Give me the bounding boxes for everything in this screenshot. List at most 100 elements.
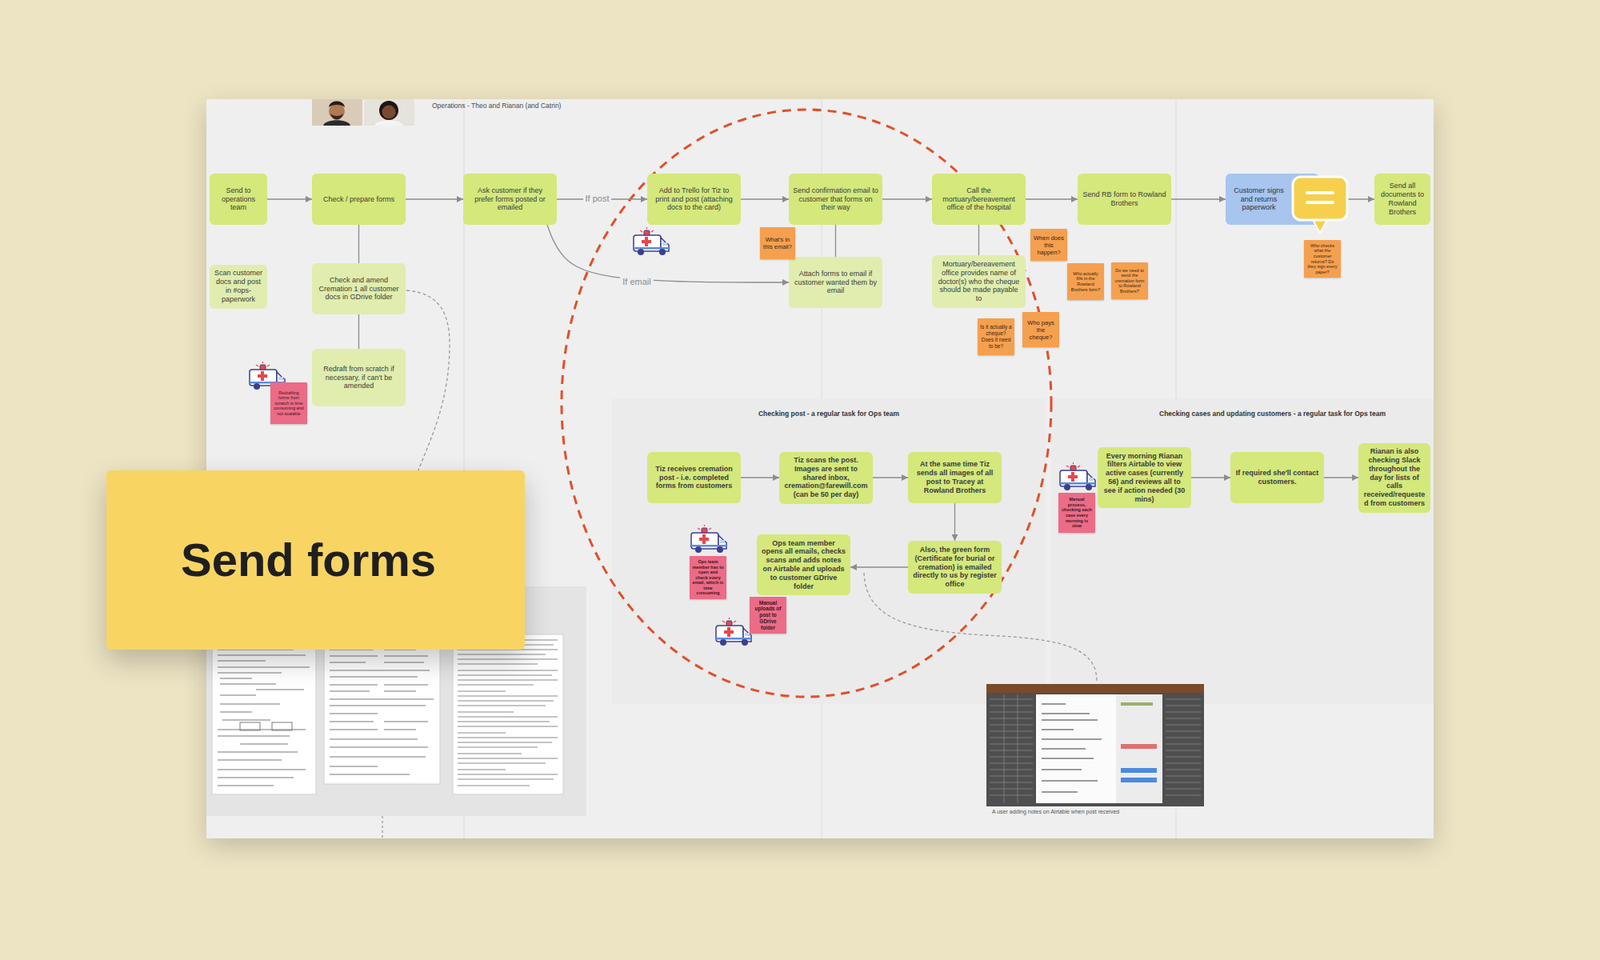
process-box: Ask customer if they prefer forms posted… xyxy=(463,173,557,225)
connector xyxy=(1191,476,1231,478)
connector xyxy=(267,198,312,200)
connector xyxy=(358,224,360,264)
node-text: Ops team member has to open and check ev… xyxy=(692,559,724,596)
avatar-beard xyxy=(330,113,344,120)
node-text: Manual uploads of post to GDrive folder xyxy=(752,600,784,632)
process-box: Tiz receives cremation post - i.e. compl… xyxy=(647,452,741,504)
highlight-ellipse xyxy=(561,109,1052,697)
process-box: Also, the green form (Certificate for bu… xyxy=(908,540,1002,594)
avatar-face xyxy=(382,105,396,120)
sticky-note: Manual uploads of post to GDrive folder xyxy=(749,596,787,634)
connector xyxy=(882,198,932,200)
connector xyxy=(405,198,464,200)
form-field xyxy=(272,722,292,731)
node-text: When does this happen? xyxy=(1032,234,1065,256)
swimlane-band: Checking post - a regular task for Ops t… xyxy=(612,398,1046,704)
board-header: Operations - Theo and Rianan (and Catrin… xyxy=(430,101,563,110)
node-text: Redrafting forms from scratch is time co… xyxy=(272,390,305,417)
ambulance-icon xyxy=(716,617,752,646)
sticky-note: When does this happen? xyxy=(1030,228,1068,261)
process-box: Scan customer docs and post in #ops-pape… xyxy=(209,264,268,309)
connector xyxy=(954,503,956,541)
node-text: Tiz scans the post. Images are sent to s… xyxy=(783,456,869,500)
connector xyxy=(547,224,789,283)
ambulance-icon xyxy=(691,524,727,553)
edge-label: If post xyxy=(583,193,612,204)
node-text: Who checks what the customer returns? Do… xyxy=(1306,243,1339,276)
sticky-note: Who pays the cheque? xyxy=(1022,312,1060,348)
airtable-screenshot xyxy=(986,684,1204,807)
node-text: Do we need to send the cremation form to… xyxy=(1113,268,1146,295)
node-text: Send to operations team xyxy=(213,186,264,212)
screenshot-button xyxy=(1120,777,1157,783)
sticky-note: Is it actually a cheque? Does it need to… xyxy=(977,318,1015,356)
sticky-note: Who actually fills in the Rowland Brothe… xyxy=(1067,263,1104,300)
node-text: Manual process, checking each case every… xyxy=(1060,496,1093,529)
avatar-body xyxy=(323,120,351,126)
node-text: Ops team member opens all emails, checks… xyxy=(760,539,847,592)
connector xyxy=(850,566,908,568)
swimlane-band: Checking cases and updating customers - … xyxy=(1051,398,1434,704)
connector xyxy=(1171,198,1226,200)
node-text: Send confirmation email to customer that… xyxy=(792,186,879,212)
node-text: Who pays the cheque? xyxy=(1024,319,1057,341)
form-thumbnail xyxy=(212,642,316,795)
ambulance-icon xyxy=(633,227,669,256)
screenshot-grid xyxy=(1165,699,1201,796)
sticky-note: Ops team member has to open and check ev… xyxy=(689,556,727,600)
connector xyxy=(358,314,360,349)
dashed-leader xyxy=(381,816,383,839)
image-caption: A user adding notes on Airtable when pos… xyxy=(990,808,1121,816)
node-text: If required she'll contact customers. xyxy=(1234,468,1320,487)
avatar xyxy=(364,99,415,126)
screenshot-tag xyxy=(1120,744,1157,749)
form-field xyxy=(240,722,260,731)
avatar-body xyxy=(374,120,404,126)
node-text: At the same time Tiz sends all images of… xyxy=(912,460,998,495)
process-box: Tiz scans the post. Images are sent to s… xyxy=(779,452,873,504)
node-text: Scan customer docs and post in #ops-pape… xyxy=(213,268,264,304)
band-heading: Checking cases and updating customers - … xyxy=(1156,409,1388,418)
node-text: Send RB form to Rowland Brothers xyxy=(1081,190,1168,208)
node-text: Check / prepare forms xyxy=(316,195,402,204)
process-box: If required she'll contact customers. xyxy=(1230,452,1324,504)
process-box: Send confirmation email to customer that… xyxy=(788,173,883,225)
band-ground xyxy=(1051,398,1434,704)
sticky-note: Manual process, checking each case every… xyxy=(1058,492,1096,533)
node-text: Redraft from scratch if necessary, if ca… xyxy=(316,364,402,391)
node-text: What's in this email? xyxy=(762,236,793,251)
node-text: Rianan is also checking Slack throughout… xyxy=(1362,447,1427,508)
node-text: Add to Trello for Tiz to print and post … xyxy=(651,186,737,212)
title-card: Send forms xyxy=(106,470,525,650)
sticky-note: What's in this email? xyxy=(760,227,796,260)
form-lines xyxy=(457,640,558,786)
connector xyxy=(978,224,980,256)
process-box: Call the mortuary/bereavement office of … xyxy=(932,173,1026,225)
process-box: Attach forms to email if customer wanted… xyxy=(788,256,883,308)
process-box: Rianan is also checking Slack throughout… xyxy=(1358,443,1431,513)
screenshot-side xyxy=(1116,694,1163,804)
screenshot-lines xyxy=(1041,704,1102,792)
process-box: Ops team member opens all emails, checks… xyxy=(756,534,851,596)
screenshot-window xyxy=(986,684,1204,807)
node-text: Send all documents to Rowland Brothers xyxy=(1378,181,1427,216)
comment-icon xyxy=(1292,176,1348,233)
sticky-note: Do we need to send the cremation form to… xyxy=(1111,262,1148,300)
avatar-hair xyxy=(379,100,399,120)
sticky-note: Who checks what the customer returns? Do… xyxy=(1304,240,1341,278)
avatar xyxy=(312,99,363,126)
avatar-ground xyxy=(312,99,363,126)
node-text: Also, the green form (Certificate for bu… xyxy=(912,545,998,589)
node-text: Check and amend Cremation 1 all customer… xyxy=(316,276,402,302)
avatar-ground xyxy=(364,99,415,126)
connector xyxy=(835,224,836,257)
node-text: Every morning Rianan filters Airtable to… xyxy=(1101,452,1188,504)
node-text: Attach forms to email if customer wanted… xyxy=(792,269,879,296)
process-box: Add to Trello for Tiz to print and post … xyxy=(647,173,741,225)
connector xyxy=(872,476,908,478)
form-lines xyxy=(329,649,434,775)
form-lines xyxy=(217,649,310,786)
node-text: Ask customer if they prefer forms posted… xyxy=(467,186,553,212)
screenshot-grid xyxy=(989,694,1033,804)
